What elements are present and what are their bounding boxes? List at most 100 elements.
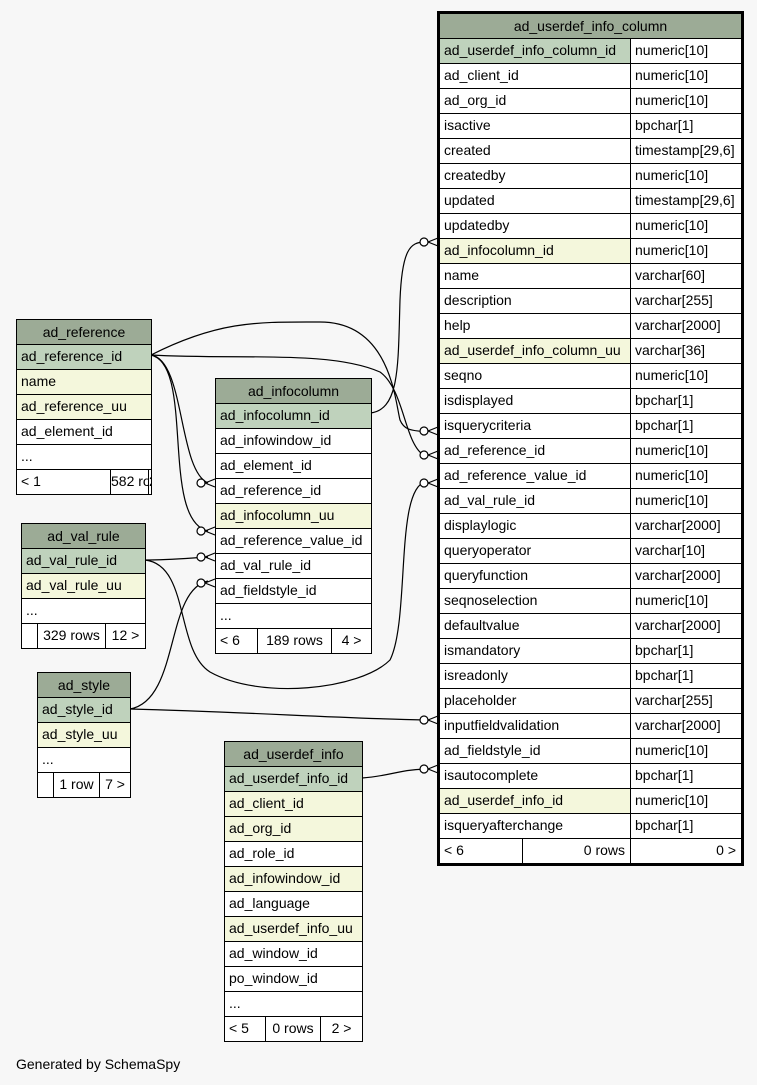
column-row[interactable]: ad_fieldstyle_id	[216, 579, 371, 604]
footer-rows: 189 rows	[258, 629, 332, 653]
column-row[interactable]: po_window_id	[225, 967, 362, 992]
column-row[interactable]: ...	[225, 992, 362, 1017]
column-row[interactable]: ad_userdef_info_id	[225, 767, 362, 792]
footer-prev[interactable]: < 1	[17, 470, 111, 494]
column-name: ad_infowindow_id	[225, 867, 362, 891]
column-row[interactable]: ...	[17, 445, 151, 470]
column-row[interactable]: ad_reference_uu	[17, 395, 151, 420]
column-row[interactable]: ad_val_rule_id	[216, 554, 371, 579]
footer-prev[interactable]	[22, 624, 38, 648]
column-row[interactable]: ad_org_id	[225, 817, 362, 842]
column-name: ad_reference_id	[440, 439, 631, 463]
column-row[interactable]: ad_reference_id	[216, 479, 371, 504]
footer-prev[interactable]: < 5	[225, 1017, 266, 1041]
column-type: numeric[10]	[631, 39, 741, 63]
column-row[interactable]: ad_infocolumn_uu	[216, 504, 371, 529]
footer-next[interactable]: 4 >	[341, 632, 362, 648]
column-row[interactable]: ...	[216, 604, 371, 629]
column-row[interactable]: ad_val_rule_id	[22, 549, 145, 574]
column-row[interactable]: ad_client_id	[225, 792, 362, 817]
table-header[interactable]: ad_reference	[17, 320, 151, 345]
footer-next[interactable]: 7 >	[105, 776, 125, 792]
footer-next[interactable]: 20 >	[149, 470, 151, 494]
table-header[interactable]: ad_val_rule	[22, 524, 145, 549]
column-name: isactive	[440, 114, 631, 138]
table-header[interactable]: ad_userdef_info_column	[440, 14, 741, 39]
column-row[interactable]: ad_role_id	[225, 842, 362, 867]
column-name: ad_client_id	[440, 64, 631, 88]
column-row[interactable]: ad_element_id	[17, 420, 151, 445]
footer-prev[interactable]	[38, 773, 54, 797]
column-row[interactable]: ad_val_rule_uu	[22, 574, 145, 599]
column-row[interactable]: ad_element_id	[216, 454, 371, 479]
column-row[interactable]: ...	[38, 748, 130, 773]
column-name: ...	[22, 599, 145, 623]
column-name: isdisplayed	[440, 389, 631, 413]
footer-next[interactable]: 0 >	[716, 842, 736, 858]
column-row[interactable]: ...	[22, 599, 145, 624]
column-type: varchar[2000]	[631, 314, 741, 338]
column-type: numeric[10]	[631, 489, 741, 513]
column-row[interactable]: ad_style_uu	[38, 723, 130, 748]
table-header[interactable]: ad_userdef_info	[225, 742, 362, 767]
column-name: ad_infocolumn_id	[216, 404, 371, 428]
column-row[interactable]: name	[17, 370, 151, 395]
table-header[interactable]: ad_style	[38, 673, 130, 698]
edge-style-to-infocolumn	[129, 580, 209, 710]
column-name: po_window_id	[225, 967, 362, 991]
column-name: ad_userdef_info_id	[440, 789, 631, 813]
column-row[interactable]: ad_infowindow_id	[225, 867, 362, 892]
column-row[interactable]: ad_infocolumn_id	[216, 404, 371, 429]
column-name: queryfunction	[440, 564, 631, 588]
column-row[interactable]: ad_reference_id	[17, 345, 151, 370]
footer-prev[interactable]: < 6	[440, 839, 523, 863]
column-row[interactable]: ad_infowindow_id	[216, 429, 371, 454]
column-type: bpchar[1]	[631, 639, 741, 663]
column-row[interactable]: ad_window_id	[225, 942, 362, 967]
column-row[interactable]: ad_reference_value_id	[216, 529, 371, 554]
column-row[interactable]: ad_style_id	[38, 698, 130, 723]
column-name: ad_role_id	[225, 842, 362, 866]
footer-next[interactable]: 12 >	[111, 627, 140, 643]
footer-prev[interactable]: < 6	[216, 629, 258, 653]
edge-reference-to-main-refvalue	[150, 354, 426, 457]
column-row[interactable]: ad_language	[225, 892, 362, 917]
table-header[interactable]: ad_infocolumn	[216, 379, 371, 404]
column-row[interactable]: ad_userdef_info_uu	[225, 917, 362, 942]
footer-next[interactable]: 2 >	[331, 1020, 352, 1036]
